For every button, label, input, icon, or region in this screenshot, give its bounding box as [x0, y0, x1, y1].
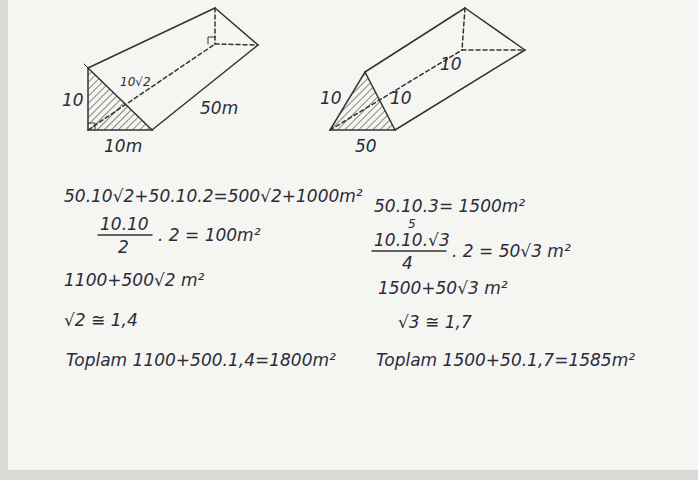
dimension-label: 10 — [390, 90, 412, 107]
fraction-denominator: 2 — [118, 239, 129, 256]
total-line: Toplam 1500+50.1,7=1585m² — [376, 352, 635, 369]
dimension-label: 10√2 — [120, 76, 151, 88]
calculation-line: √3 ≅ 1,7 — [398, 314, 472, 331]
calculation-line: √2 ≅ 1,4 — [64, 312, 138, 329]
note-mark: 5 — [408, 218, 416, 230]
fraction-numerator: 10.10 — [100, 216, 149, 233]
calculation-line: . 2 = 50√3 m² — [452, 243, 571, 260]
total-line: Toplam 1100+500.1,4=1800m² — [66, 352, 336, 369]
calculation-line: 50.10√2+50.10.2=500√2+1000m² — [64, 188, 363, 205]
fraction-denominator: 4 — [402, 255, 413, 272]
calculation-line: 1500+50√3 m² — [378, 280, 508, 297]
calculation-line: . 2 = 100m² — [158, 227, 261, 244]
dimension-label: 10m — [104, 138, 142, 155]
dimension-label: 10 — [320, 90, 342, 107]
calculation-line: 1100+500√2 m² — [64, 272, 204, 289]
dimension-label: 50m — [200, 100, 238, 117]
dimension-label: 10 — [440, 56, 462, 73]
fraction-numerator: 10.10.√3 — [374, 232, 450, 249]
dimension-label: 50 — [355, 138, 377, 155]
dimension-label: 10 — [62, 92, 84, 109]
calculation-line: 50.10.3= 1500m² — [374, 198, 525, 215]
